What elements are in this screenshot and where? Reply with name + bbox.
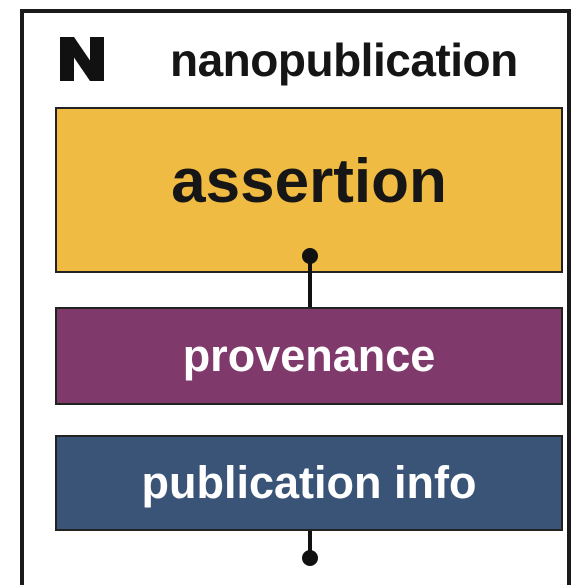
assertion-block: assertion: [55, 107, 563, 273]
diagram-title: nanopublication: [170, 34, 518, 86]
publication-info-label: publication info: [141, 457, 477, 508]
provenance-label: provenance: [182, 330, 436, 381]
pubinfo-anchor-dot: [302, 550, 318, 566]
assertion-label: assertion: [171, 146, 447, 216]
assertion-anchor-dot: [302, 248, 318, 264]
publication-info-block: publication info: [55, 435, 563, 531]
provenance-block: provenance: [55, 307, 563, 405]
nanopub-logo-icon: [60, 37, 104, 81]
